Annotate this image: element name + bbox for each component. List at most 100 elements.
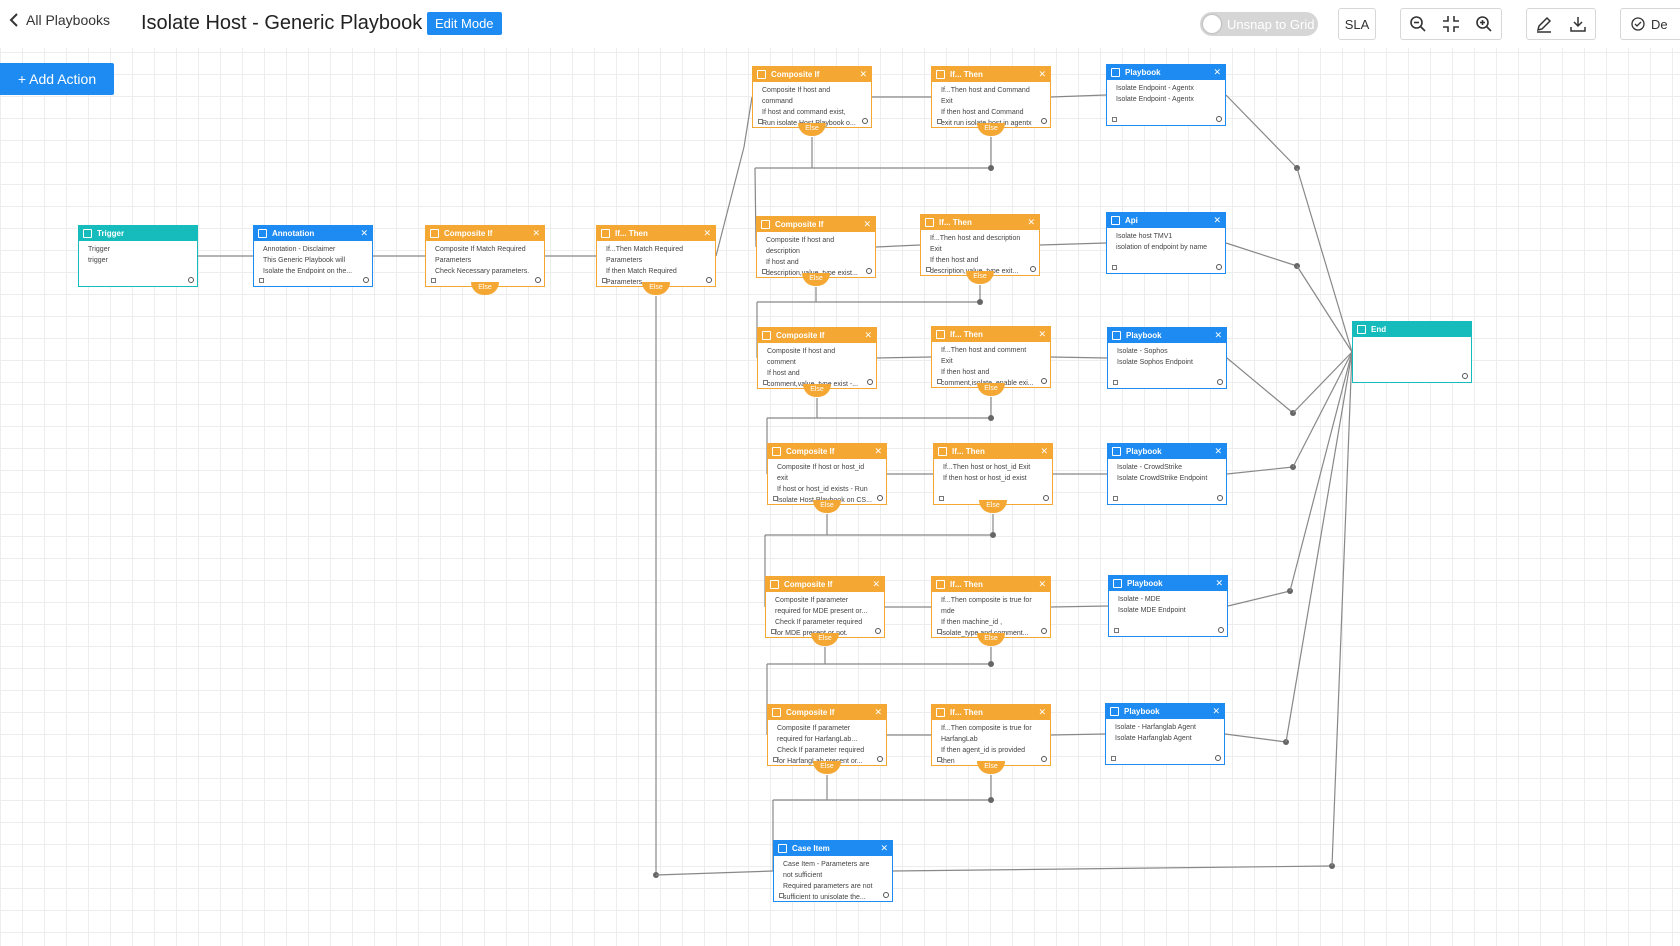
gear-icon[interactable] [866, 268, 872, 274]
connector-line[interactable] [1039, 242, 1107, 246]
node-composite-if[interactable]: Composite If✕Composite If host or host_i… [767, 443, 887, 513]
connector-line[interactable] [892, 865, 1333, 872]
add-action-button[interactable]: + Add Action [0, 63, 114, 95]
close-icon[interactable]: ✕ [1038, 707, 1046, 717]
copy-icon[interactable] [779, 893, 784, 898]
connector-line[interactable] [876, 356, 932, 359]
copy-icon[interactable] [937, 379, 942, 384]
copy-icon[interactable] [1114, 628, 1119, 633]
gear-icon[interactable] [877, 495, 883, 501]
close-icon[interactable]: ✕ [880, 843, 888, 853]
copy-icon[interactable] [773, 757, 778, 762]
close-icon[interactable]: ✕ [1027, 217, 1035, 227]
copy-icon[interactable] [602, 278, 607, 283]
copy-icon[interactable] [939, 496, 944, 501]
close-icon[interactable]: ✕ [863, 219, 871, 229]
connector-line[interactable] [1226, 357, 1294, 414]
gear-icon[interactable] [875, 628, 881, 634]
connector-line[interactable] [1289, 351, 1353, 592]
gear-icon[interactable] [1041, 378, 1047, 384]
junction-point[interactable] [977, 299, 983, 305]
close-icon[interactable]: ✕ [1215, 578, 1223, 588]
copy-icon[interactable] [773, 496, 778, 501]
copy-icon[interactable] [1111, 756, 1116, 761]
copy-icon[interactable] [758, 119, 763, 124]
close-icon[interactable]: ✕ [874, 446, 882, 456]
gear-icon[interactable] [1217, 495, 1223, 501]
gear-icon[interactable] [877, 756, 883, 762]
gear-icon[interactable] [1215, 755, 1221, 761]
connector-line[interactable] [1292, 351, 1353, 468]
gear-icon[interactable] [883, 892, 889, 898]
connector-line[interactable] [1292, 351, 1353, 414]
copy-icon[interactable] [1113, 496, 1118, 501]
node-if-then[interactable]: If... Then✕If...Then composite is true f… [931, 704, 1051, 774]
close-icon[interactable]: ✕ [1038, 579, 1046, 589]
node-if-then[interactable]: If... Then✕If...Then host and descriptio… [920, 214, 1040, 284]
else-branch-badge[interactable]: Else [642, 282, 670, 295]
connector-line[interactable] [743, 96, 753, 148]
gear-icon[interactable] [867, 379, 873, 385]
connector-line[interactable] [1226, 466, 1294, 475]
copy-icon[interactable] [937, 119, 942, 124]
gear-icon[interactable] [1041, 628, 1047, 634]
sla-button[interactable]: SLA [1338, 8, 1376, 40]
connector-line[interactable] [754, 167, 757, 248]
gear-icon[interactable] [1041, 756, 1047, 762]
connector-line[interactable] [1227, 590, 1291, 607]
close-icon[interactable]: ✕ [859, 69, 867, 79]
zoom-in-icon[interactable] [1468, 15, 1501, 33]
copy-icon[interactable] [763, 380, 768, 385]
close-icon[interactable]: ✕ [1213, 215, 1221, 225]
zoom-out-icon[interactable] [1401, 15, 1434, 33]
connector-line[interactable] [1225, 94, 1298, 169]
copy-icon[interactable] [1112, 265, 1117, 270]
copy-icon[interactable] [431, 278, 436, 283]
close-icon[interactable]: ✕ [703, 228, 711, 238]
gear-icon[interactable] [1030, 266, 1036, 272]
close-icon[interactable]: ✕ [1038, 329, 1046, 339]
connector-line[interactable] [1285, 351, 1353, 743]
pencil-icon[interactable] [1527, 15, 1561, 33]
else-branch-badge[interactable]: Else [977, 761, 1005, 774]
gear-icon[interactable] [862, 118, 868, 124]
node-if-then[interactable]: If... Then✕If...Then host or host_id Exi… [933, 443, 1053, 513]
back-link[interactable]: All Playbooks [8, 12, 110, 28]
else-branch-badge[interactable]: Else [803, 384, 831, 397]
else-branch-badge[interactable]: Else [979, 500, 1007, 513]
connector-line[interactable] [1224, 733, 1287, 743]
node-composite-if[interactable]: Composite If✕Composite If Match Required… [425, 225, 545, 295]
gear-icon[interactable] [706, 277, 712, 283]
connector-line[interactable] [1050, 605, 1109, 608]
connector-line[interactable] [715, 146, 745, 257]
gear-icon[interactable] [535, 277, 541, 283]
connector-line[interactable] [1050, 356, 1108, 359]
junction-point[interactable] [988, 661, 994, 667]
close-icon[interactable]: ✕ [1213, 67, 1221, 77]
else-branch-badge[interactable]: Else [471, 282, 499, 295]
else-branch-badge[interactable]: Else [977, 123, 1005, 136]
gear-icon[interactable] [1043, 495, 1049, 501]
connector-line[interactable] [875, 244, 921, 248]
node-end[interactable]: End [1352, 321, 1472, 383]
gear-icon[interactable] [1216, 264, 1222, 270]
close-icon[interactable]: ✕ [1212, 706, 1220, 716]
copy-icon[interactable] [1113, 380, 1118, 385]
else-branch-badge[interactable]: Else [813, 500, 841, 513]
deploy-button[interactable]: De [1620, 8, 1680, 40]
else-branch-badge[interactable]: Else [813, 761, 841, 774]
copy-icon[interactable] [937, 629, 942, 634]
close-icon[interactable]: ✕ [1214, 330, 1222, 340]
